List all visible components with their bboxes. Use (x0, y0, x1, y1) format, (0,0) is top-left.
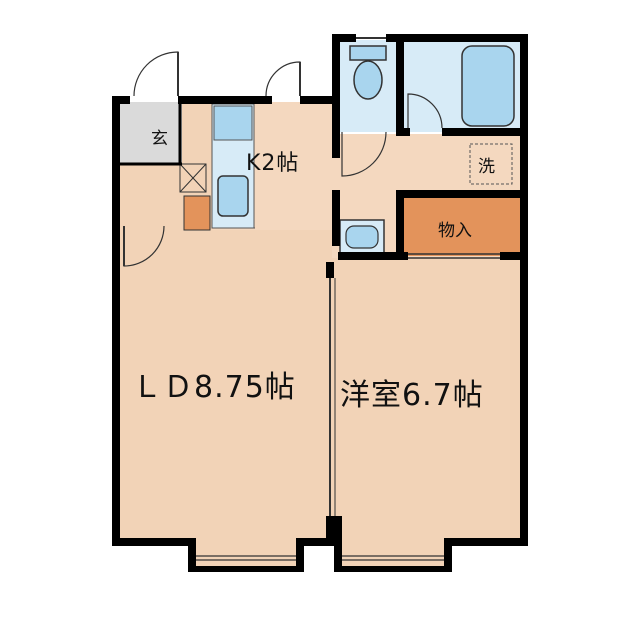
window-sashes (196, 555, 444, 561)
storage-label: 物入 (438, 221, 472, 241)
window-bay-right (338, 540, 448, 568)
ld-door-swing (123, 225, 165, 267)
shoe-box-cross (179, 163, 207, 193)
western-room-label: 洋室6.7帖 (340, 378, 484, 413)
front-door-swing (133, 51, 179, 97)
window-bay-left (192, 540, 300, 568)
living-dining-label: ＬＤ8.75帖 (132, 370, 296, 405)
bath-door-swing (407, 93, 443, 129)
western-room-floor (332, 258, 522, 540)
wash-basin-bowl (345, 225, 379, 249)
entrance-floor (118, 102, 182, 164)
fridge-space (183, 195, 211, 231)
entrance-label: 玄 (151, 129, 168, 149)
kitchen-sink (217, 175, 249, 217)
toilet-tank (349, 45, 387, 61)
toilet-door-swing (341, 131, 387, 177)
toilet-bowl (353, 60, 383, 100)
kitchen-door-swing (265, 61, 301, 97)
bathtub (461, 45, 515, 127)
kitchen-label: K2帖 (246, 151, 300, 176)
washer-space (469, 143, 513, 185)
kitchen-cooktop (213, 105, 253, 141)
storage-floor (402, 198, 520, 256)
washer-label: 洗 (478, 157, 495, 177)
walls (112, 34, 528, 572)
